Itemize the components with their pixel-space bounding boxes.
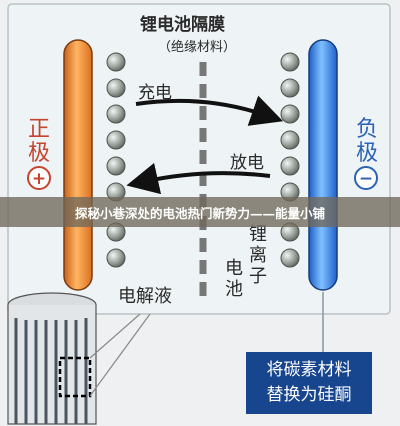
ion	[106, 78, 126, 98]
li-ion-label: 锂离子	[249, 224, 267, 287]
battery-label: 电池	[225, 258, 243, 300]
callout-line-1: 将碳素材料	[266, 360, 352, 380]
separator-title: 锂电池隔膜	[140, 15, 225, 35]
negative-electrode	[308, 39, 338, 291]
banner-text: 探秘小巷深处的电池热门新势力——能量小铺	[74, 205, 325, 221]
ion	[280, 104, 300, 124]
battery-cylinder-inset	[7, 292, 151, 425]
ion	[106, 248, 126, 268]
ion-column-right	[280, 52, 300, 268]
negative-electrode-label: 负极	[355, 117, 378, 166]
positive-electrode-label: 正极	[27, 117, 50, 166]
negative-symbol-circle	[354, 166, 378, 190]
ion	[106, 130, 126, 150]
electrolyte-label: 电解液	[118, 286, 172, 307]
ion	[106, 156, 126, 176]
ion	[280, 78, 300, 98]
title-banner: 探秘小巷深处的电池热门新势力——能量小铺	[0, 197, 400, 227]
ion-column-left	[106, 52, 126, 268]
positive-symbol-circle	[27, 166, 51, 190]
callout-box: 将碳素材料 替换为硅酮	[246, 352, 372, 414]
positive-electrode	[63, 39, 93, 291]
discharge-arrow	[126, 162, 271, 195]
charge-arrow	[135, 95, 284, 126]
positive-symbol: +	[32, 169, 46, 189]
callout-line-2: 替换为硅酮	[266, 385, 352, 405]
separator-subtitle: （绝缘材料）	[158, 40, 237, 55]
negative-symbol: −	[359, 169, 373, 189]
ion	[280, 130, 300, 150]
ion	[280, 248, 300, 268]
ion	[106, 52, 126, 72]
charge-label: 充电	[138, 83, 172, 103]
ion	[106, 104, 126, 124]
ion	[280, 52, 300, 72]
ion	[280, 156, 300, 176]
discharge-label: 放电	[230, 153, 264, 173]
